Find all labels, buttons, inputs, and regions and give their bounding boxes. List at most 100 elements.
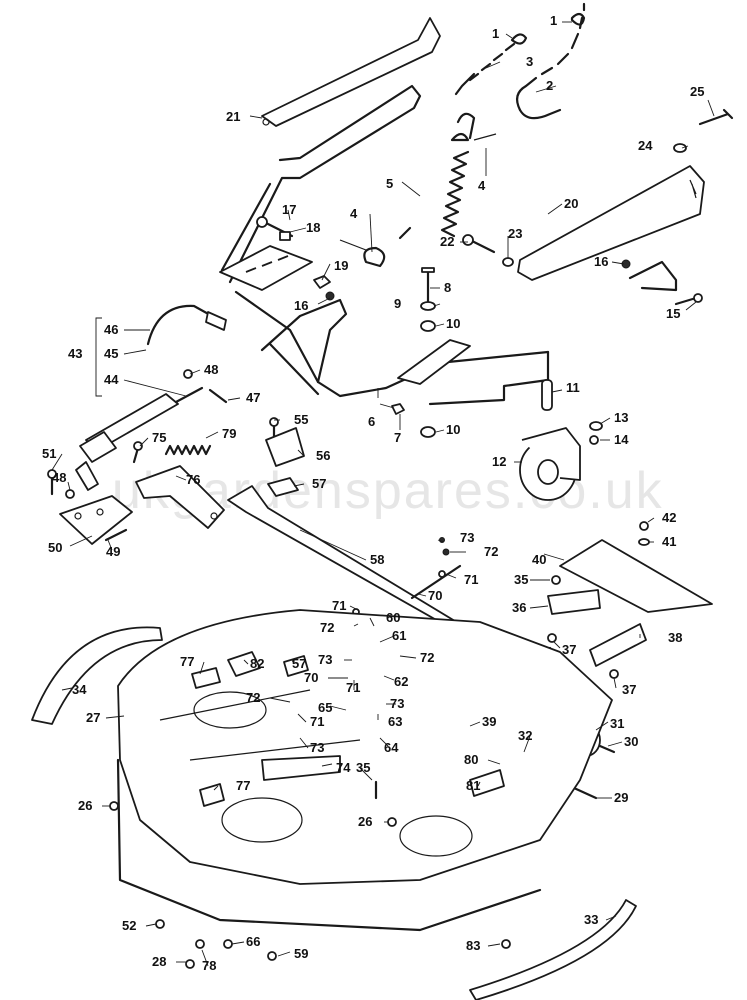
callout-71b: 71 <box>332 598 346 613</box>
part-34-skid-left <box>31 626 163 725</box>
part-40-belt-cover <box>559 539 713 613</box>
callout-72c: 72 <box>420 650 434 665</box>
callout-81: 81 <box>466 778 480 793</box>
part-16-nut-left <box>325 291 335 301</box>
callout-2: 2 <box>546 78 553 93</box>
callout-13: 13 <box>614 410 628 425</box>
part-78-washer <box>195 939 205 949</box>
callout-39: 39 <box>482 714 496 729</box>
part-29-bolt <box>572 786 598 800</box>
callout-9: 9 <box>394 296 401 311</box>
part-37-nut-upper <box>547 633 557 643</box>
callout-11: 11 <box>566 380 580 395</box>
part-66-nut <box>223 939 233 949</box>
part-59-nut <box>267 951 277 961</box>
callout-75: 75 <box>152 430 166 445</box>
callout-35b: 35 <box>356 760 370 775</box>
part-38-bracket <box>589 623 647 667</box>
callout-70b: 70 <box>304 670 318 685</box>
callout-73d: 73 <box>310 740 324 755</box>
part-48-screw-bottom <box>65 489 75 499</box>
part-57-bracket-upper <box>267 477 299 497</box>
callout-50: 50 <box>48 540 62 555</box>
callout-10b: 10 <box>446 422 460 437</box>
callout-48a: 48 <box>204 362 218 377</box>
part-10-bushing-upper <box>420 320 436 332</box>
part-26-screw-right <box>387 817 397 827</box>
callout-83: 83 <box>466 938 480 953</box>
callout-58: 58 <box>370 552 384 567</box>
part-28-nut <box>185 959 195 969</box>
callout-28: 28 <box>152 954 166 969</box>
part-44-actuator <box>75 386 204 491</box>
callout-15: 15 <box>666 306 680 321</box>
callout-10a: 10 <box>446 316 460 331</box>
part-77-bracket-lower <box>199 783 225 807</box>
part-48-screw-top <box>183 369 193 379</box>
callout-47: 47 <box>246 390 260 405</box>
callout-37a: 37 <box>562 642 576 657</box>
callout-72a: 72 <box>484 544 498 559</box>
callout-14: 14 <box>614 432 629 447</box>
callout-16a: 16 <box>294 298 308 313</box>
callout-3: 3 <box>526 54 533 69</box>
part-1-2-3-chains <box>454 2 586 120</box>
part-19-nut <box>313 275 331 289</box>
part-41-washer <box>638 538 650 546</box>
callout-5: 5 <box>386 176 393 191</box>
part-52-nut <box>155 919 165 929</box>
callout-63: 63 <box>388 714 402 729</box>
part-74-idler-arm <box>261 755 341 781</box>
part-36-guard <box>547 589 601 615</box>
callout-32: 32 <box>518 728 532 743</box>
callout-56: 56 <box>316 448 330 463</box>
callout-40: 40 <box>532 552 546 567</box>
part-6-lift-frame <box>219 84 550 406</box>
part-83-nut <box>501 939 511 949</box>
group-43-bracket <box>95 317 102 397</box>
callout-16b: 16 <box>594 254 608 269</box>
part-14-nut <box>589 435 599 445</box>
callout-73a: 73 <box>460 530 474 545</box>
callout-55: 55 <box>294 412 308 427</box>
callout-29: 29 <box>614 790 628 805</box>
callout-61: 61 <box>392 628 406 643</box>
callout-34: 34 <box>72 682 87 697</box>
callout-18: 18 <box>306 220 320 235</box>
part-10-bushing-lower <box>420 426 436 438</box>
callout-57b: 57 <box>292 656 306 671</box>
callout-19: 19 <box>334 258 348 273</box>
callout-43: 43 <box>68 346 82 361</box>
part-82-bracket <box>227 651 261 677</box>
part-23-washer <box>502 257 514 267</box>
part-49-pin <box>104 528 128 542</box>
part-4-shackle-lower <box>339 239 386 268</box>
callout-1a: 1 <box>492 26 499 41</box>
callout-7: 7 <box>394 430 401 445</box>
part-81-pulley-bracket <box>469 769 505 797</box>
part-13-washer <box>589 421 603 431</box>
part-22-bolt <box>462 234 496 254</box>
callout-12: 12 <box>492 454 506 469</box>
callout-78: 78 <box>202 958 216 973</box>
callout-77a: 77 <box>180 654 194 669</box>
part-33-skid-right <box>469 899 637 1000</box>
callout-4b: 4 <box>350 206 358 221</box>
part-50-bracket <box>59 495 133 545</box>
part-12-caster-wheel <box>519 427 581 501</box>
callout-62: 62 <box>394 674 408 689</box>
callout-22: 22 <box>440 234 454 249</box>
callout-65: 65 <box>318 700 332 715</box>
part-20-rear-lift-bar <box>517 165 705 292</box>
callout-20: 20 <box>564 196 578 211</box>
part-30-axle <box>598 744 616 754</box>
part-21-lift-bar <box>261 17 441 127</box>
callout-44: 44 <box>104 372 119 387</box>
callout-73c: 73 <box>390 696 404 711</box>
callout-30: 30 <box>624 734 638 749</box>
callout-57a: 57 <box>312 476 326 491</box>
part-70-rod-upper <box>410 564 462 600</box>
part-27-deck <box>116 609 613 932</box>
part-18-spacer <box>279 231 291 241</box>
